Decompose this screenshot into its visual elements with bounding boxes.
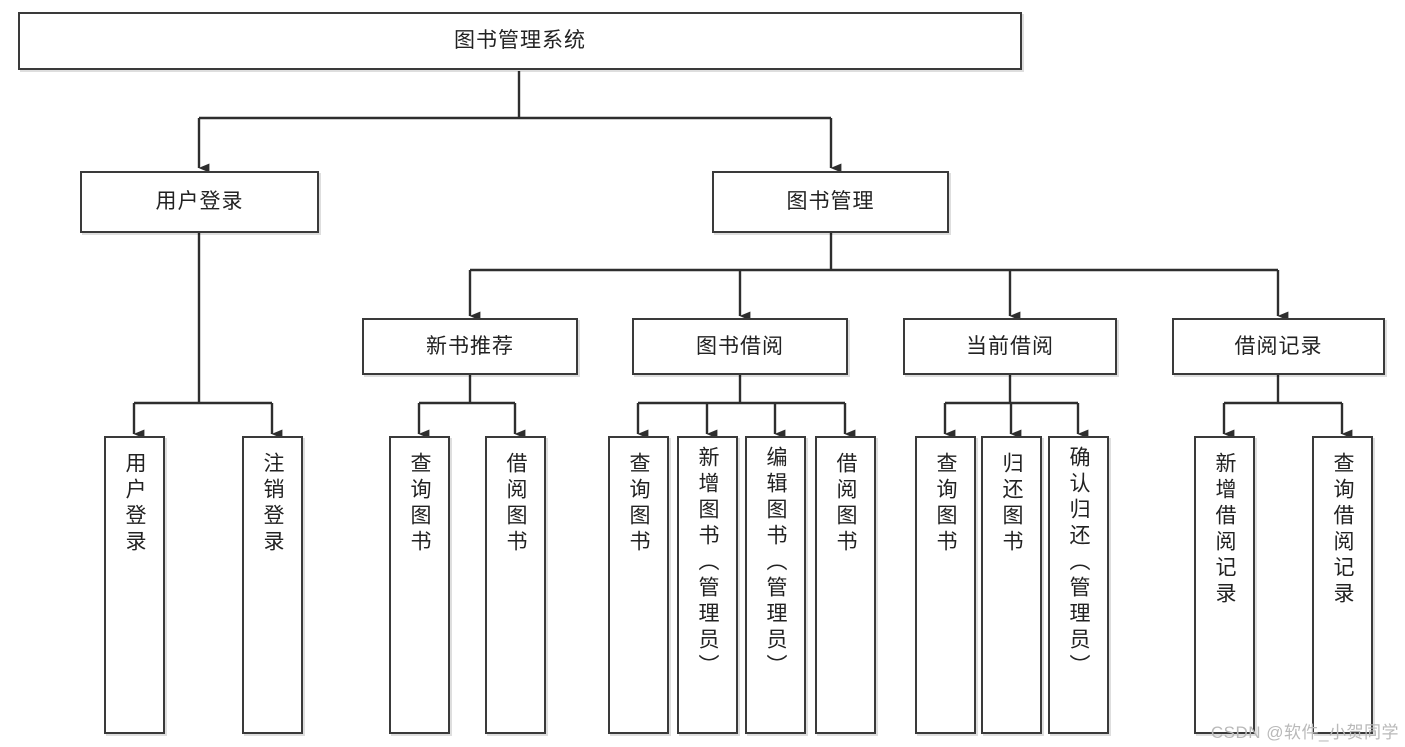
leaf-query-borrow-record[interactable]: 查询借阅记录	[1312, 436, 1373, 734]
node-label: 新书推荐	[426, 334, 514, 358]
leaf-borrow-book[interactable]: 借阅图书	[815, 436, 876, 734]
leaf-confirm-return-admin[interactable]: 确认归还（管理员）	[1048, 436, 1109, 734]
leaf-label: 查询图书	[934, 452, 957, 556]
leaf-return-book[interactable]: 归还图书	[981, 436, 1042, 734]
node-label: 当前借阅	[966, 334, 1054, 358]
node-root-book-management-system[interactable]: 图书管理系统	[18, 12, 1022, 70]
node-label: 图书管理系统	[454, 29, 586, 53]
leaf-query-book-recommend[interactable]: 查询图书	[389, 436, 450, 734]
leaf-label: 注销登录	[261, 452, 284, 556]
node-new-book-recommend[interactable]: 新书推荐	[362, 318, 578, 375]
leaf-user-login[interactable]: 用户登录	[104, 436, 165, 734]
leaf-label: 用户登录	[123, 452, 146, 556]
leaf-label: 借阅图书	[504, 452, 527, 556]
node-label: 借阅记录	[1234, 334, 1323, 358]
node-label: 图书借阅	[696, 334, 784, 358]
leaf-label: 借阅图书	[834, 452, 857, 556]
leaf-query-book-current[interactable]: 查询图书	[915, 436, 976, 734]
leaf-add-borrow-record[interactable]: 新增借阅记录	[1194, 436, 1255, 734]
leaf-label: 归还图书	[1000, 452, 1023, 556]
leaf-add-book-admin[interactable]: 新增图书（管理员）	[677, 436, 738, 734]
node-user-login[interactable]: 用户登录	[80, 171, 319, 233]
leaf-edit-book-admin[interactable]: 编辑图书（管理员）	[745, 436, 806, 734]
leaf-label: 新增图书（管理员）	[696, 446, 719, 680]
leaf-label: 新增借阅记录	[1213, 452, 1236, 608]
leaf-label: 编辑图书（管理员）	[764, 446, 787, 680]
node-label: 图书管理	[786, 190, 875, 214]
leaf-logout[interactable]: 注销登录	[242, 436, 303, 734]
node-book-borrow[interactable]: 图书借阅	[632, 318, 848, 375]
leaf-query-book-borrow[interactable]: 查询图书	[608, 436, 669, 734]
node-borrow-record[interactable]: 借阅记录	[1172, 318, 1385, 375]
node-label: 用户登录	[155, 190, 244, 214]
leaf-label: 查询图书	[408, 452, 431, 556]
leaf-label: 查询借阅记录	[1331, 452, 1354, 608]
node-book-management[interactable]: 图书管理	[712, 171, 949, 233]
node-current-borrow[interactable]: 当前借阅	[903, 318, 1117, 375]
leaf-borrow-book-recommend[interactable]: 借阅图书	[485, 436, 546, 734]
leaf-label: 查询图书	[627, 452, 650, 556]
leaf-label: 确认归还（管理员）	[1067, 446, 1090, 680]
